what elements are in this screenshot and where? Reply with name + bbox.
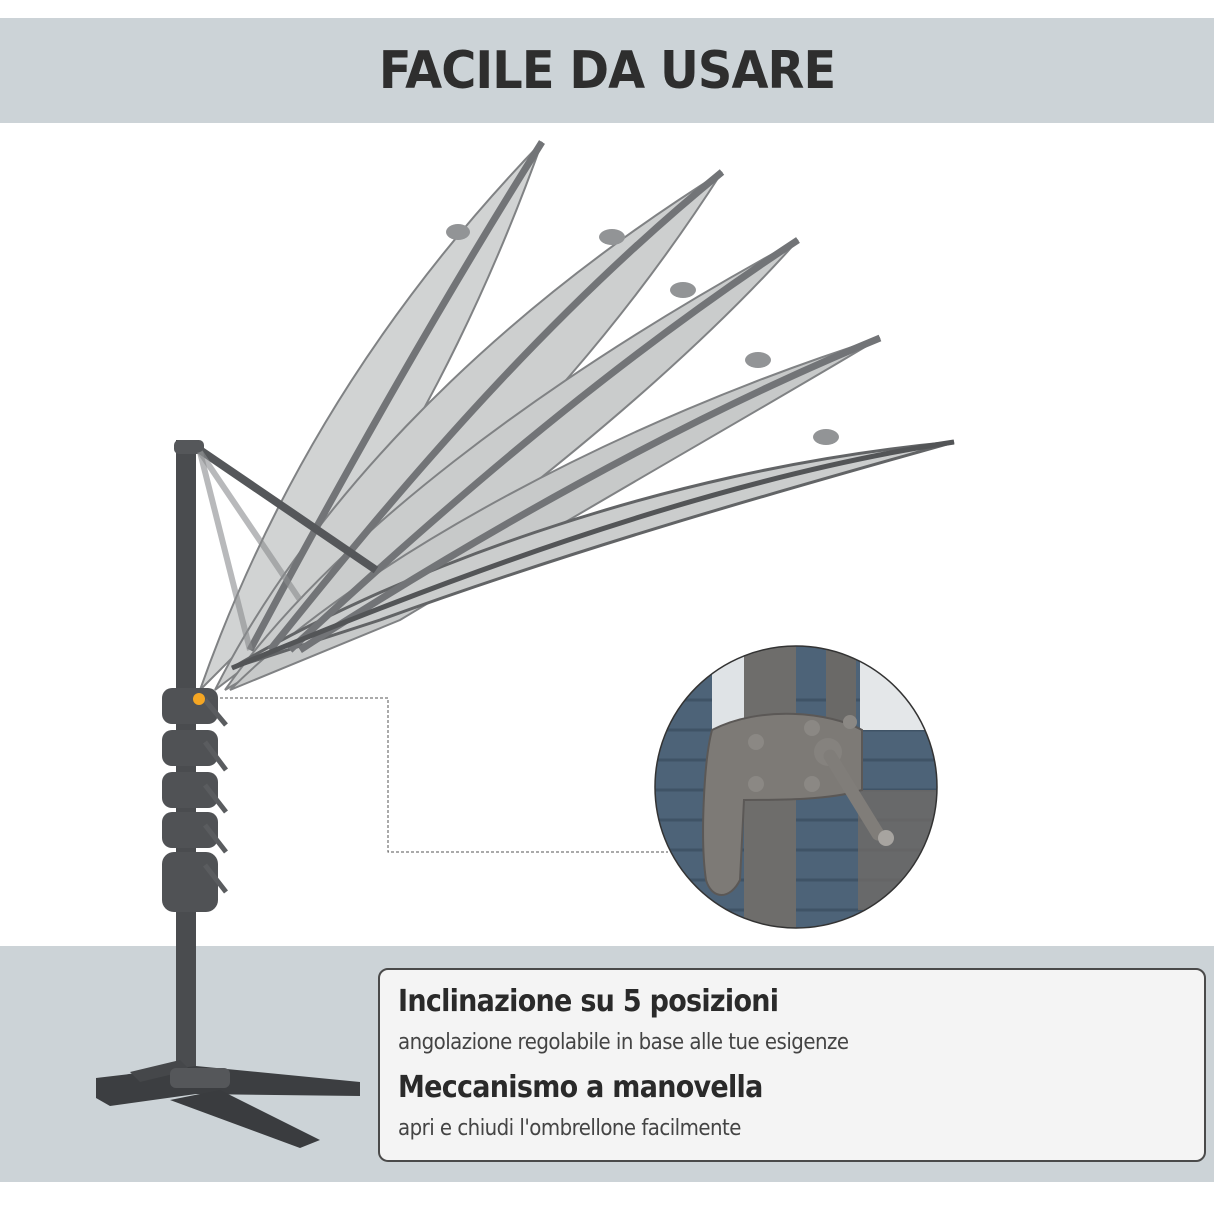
umbrella-frame (96, 440, 379, 1148)
feature-desc-tilt: angolazione regolabile in base alle tue … (398, 1030, 849, 1055)
detail-inset-photo (655, 646, 937, 928)
page-title: FACILE DA USARE (378, 40, 836, 101)
feature-title-crank: Meccanismo a manovella (398, 1070, 763, 1105)
umbrella-canopies (199, 140, 955, 691)
callout-marker (193, 693, 205, 705)
callout-line (205, 697, 668, 853)
feature-desc-crank: apri e chiudi l'ombrellone facilmente (398, 1116, 741, 1141)
feature-title-tilt: Inclinazione su 5 posizioni (398, 984, 779, 1019)
feature-info-box: Inclinazione su 5 posizioni angolazione … (378, 968, 1206, 1162)
detail-inset-border (654, 645, 938, 929)
header-band: FACILE DA USARE (0, 18, 1214, 123)
